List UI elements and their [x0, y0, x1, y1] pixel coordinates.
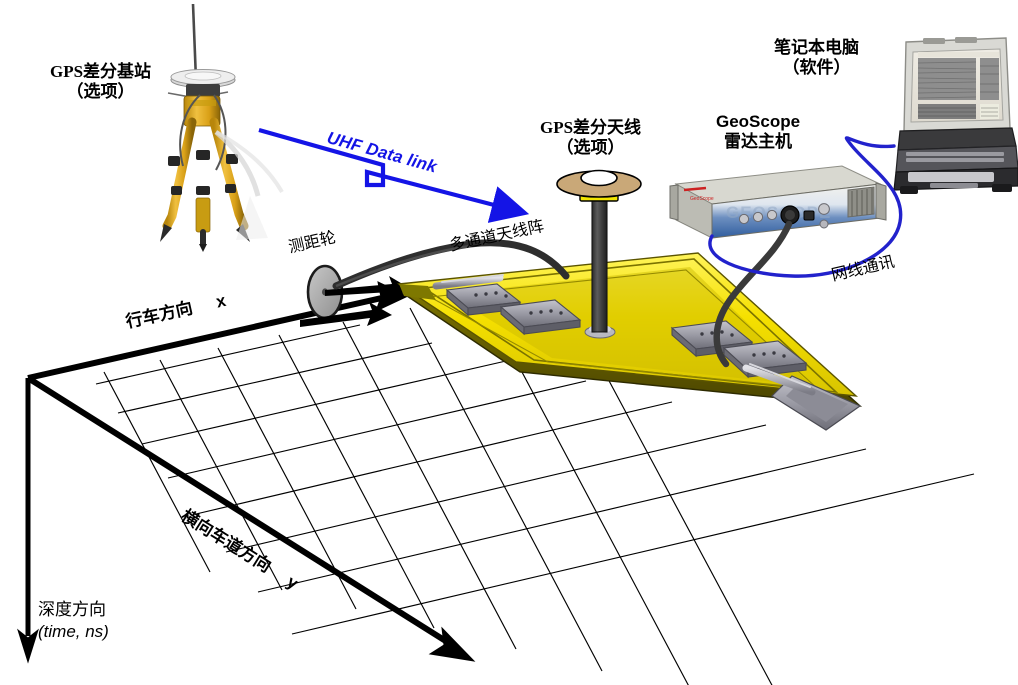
label-gps-base-line2: （选项）	[66, 82, 135, 102]
label-axis-z: 深度方向 (time, ns)	[38, 600, 109, 642]
label-axis-z-unit: (time, ns)	[38, 622, 109, 642]
gps-differential-antenna	[556, 169, 642, 333]
label-laptop-line2: （软件）	[782, 58, 851, 78]
ethernet-cable	[708, 136, 903, 278]
rugged-laptop	[893, 37, 1018, 194]
label-radar-host: GeoScope 雷达主机	[716, 112, 800, 152]
label-gps-base-line1: GPS差分基站	[50, 62, 152, 81]
geoscope-radar-host: GeoScope GEOSCOPE	[669, 165, 887, 239]
antenna-feed-cable	[713, 220, 793, 368]
label-radar-host-line2: 雷达主机	[724, 132, 793, 152]
label-laptop-line1: 笔记本电脑	[774, 38, 859, 57]
gps-base-station-tripod	[160, 3, 284, 252]
label-radar-host-line1: GeoScope	[716, 112, 801, 131]
measuring-wheel	[300, 264, 411, 327]
svg-text:GeoScope: GeoScope	[690, 196, 714, 202]
survey-grid	[95, 277, 975, 685]
label-gps-antenna-line1: GPS差分天线	[540, 118, 642, 137]
label-gps-base-station: GPS差分基站 （选项）	[50, 62, 151, 102]
label-axis-z-name: 深度方向	[38, 600, 106, 619]
label-laptop: 笔记本电脑 （软件）	[774, 38, 859, 78]
uhf-data-link-arrow	[258, 127, 530, 223]
label-gps-antenna-line2: （选项）	[556, 138, 625, 158]
label-gps-antenna: GPS差分天线 （选项）	[540, 118, 641, 158]
